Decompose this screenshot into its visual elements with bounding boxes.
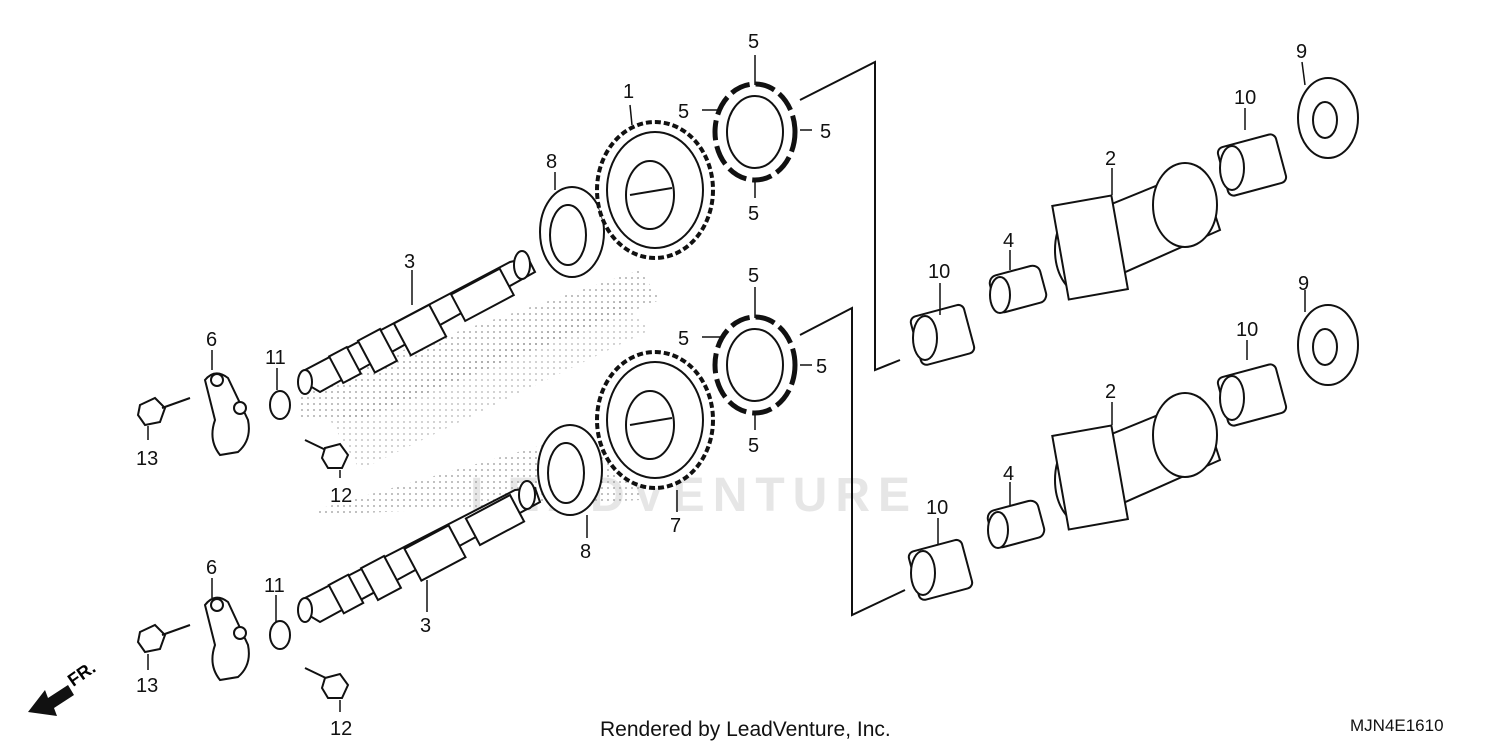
callout-5-g: 5 bbox=[816, 356, 827, 378]
shading-mid bbox=[330, 300, 650, 470]
washer-8-upper bbox=[539, 186, 605, 278]
bolt-12-upper bbox=[304, 439, 350, 469]
washer-9-upper bbox=[1297, 77, 1359, 159]
callout-2-upper: 2 bbox=[1105, 148, 1116, 170]
bolt-13-lower bbox=[136, 623, 191, 654]
callout-5-d: 5 bbox=[748, 203, 759, 225]
front-direction-arrow bbox=[28, 685, 74, 716]
callout-10-c: 10 bbox=[926, 497, 948, 519]
callout-11-lower: 11 bbox=[264, 575, 285, 597]
collar-4-upper bbox=[988, 264, 1048, 314]
needle-bearing-10-d bbox=[1216, 363, 1288, 427]
needle-bearing-10-b bbox=[1216, 133, 1288, 197]
arm-6-upper bbox=[203, 372, 250, 457]
callout-5-e: 5 bbox=[748, 265, 759, 287]
callout-7: 7 bbox=[670, 515, 681, 537]
gear-2-upper bbox=[1051, 162, 1222, 301]
needle-bearing-10-a bbox=[909, 303, 976, 366]
washer-8-lower bbox=[537, 424, 603, 516]
diagram-code: MJN4E1610 bbox=[1350, 716, 1444, 735]
callout-8-lower: 8 bbox=[580, 541, 591, 563]
gear-1 bbox=[595, 120, 715, 260]
shading-upper bbox=[300, 270, 660, 420]
callout-9-upper: 9 bbox=[1296, 41, 1307, 63]
callout-5-c: 5 bbox=[820, 121, 831, 143]
gear-7 bbox=[595, 350, 715, 490]
bracket-line-lower bbox=[799, 306, 906, 617]
o-ring-11-lower bbox=[269, 620, 291, 650]
callout-5-h: 5 bbox=[748, 435, 759, 457]
callout-2-lower: 2 bbox=[1105, 381, 1116, 403]
bolt-13-upper bbox=[136, 396, 191, 427]
callout-3-lower: 3 bbox=[420, 615, 431, 637]
collar-4-lower bbox=[986, 499, 1046, 549]
callout-12-lower: 12 bbox=[330, 718, 352, 740]
callout-11-upper: 11 bbox=[265, 347, 286, 369]
callout-6-upper: 6 bbox=[206, 329, 217, 351]
callout-8-upper: 8 bbox=[546, 151, 557, 173]
callout-13-lower: 13 bbox=[136, 675, 158, 697]
callout-10-d: 10 bbox=[1236, 319, 1258, 341]
gear-2-lower bbox=[1051, 392, 1222, 531]
callout-5-a: 5 bbox=[748, 31, 759, 53]
render-credit: Rendered by LeadVenture, Inc. bbox=[600, 718, 891, 741]
cage-5-lower bbox=[712, 314, 798, 416]
shaft-lower bbox=[297, 480, 542, 624]
callout-10-a: 10 bbox=[928, 261, 950, 283]
cage-5-upper bbox=[712, 81, 798, 183]
callout-4-lower: 4 bbox=[1003, 463, 1014, 485]
callout-13-upper: 13 bbox=[136, 448, 158, 470]
callout-5-b: 5 bbox=[678, 101, 689, 123]
callout-3-upper: 3 bbox=[404, 251, 415, 273]
callout-1: 1 bbox=[623, 81, 634, 103]
callout-9-lower: 9 bbox=[1298, 273, 1309, 295]
shaft-upper bbox=[297, 250, 537, 395]
callout-6-lower: 6 bbox=[206, 557, 217, 579]
arm-6-lower bbox=[203, 596, 250, 682]
callout-4-upper: 4 bbox=[1003, 230, 1014, 252]
callout-10-b: 10 bbox=[1234, 87, 1256, 109]
callout-12-upper: 12 bbox=[330, 485, 352, 507]
bolt-12-lower bbox=[304, 667, 350, 699]
bracket-line-upper bbox=[799, 60, 901, 372]
callout-5-f: 5 bbox=[678, 328, 689, 350]
washer-9-lower bbox=[1297, 304, 1359, 386]
o-ring-11-upper bbox=[269, 390, 291, 420]
needle-bearing-10-c bbox=[907, 538, 974, 601]
